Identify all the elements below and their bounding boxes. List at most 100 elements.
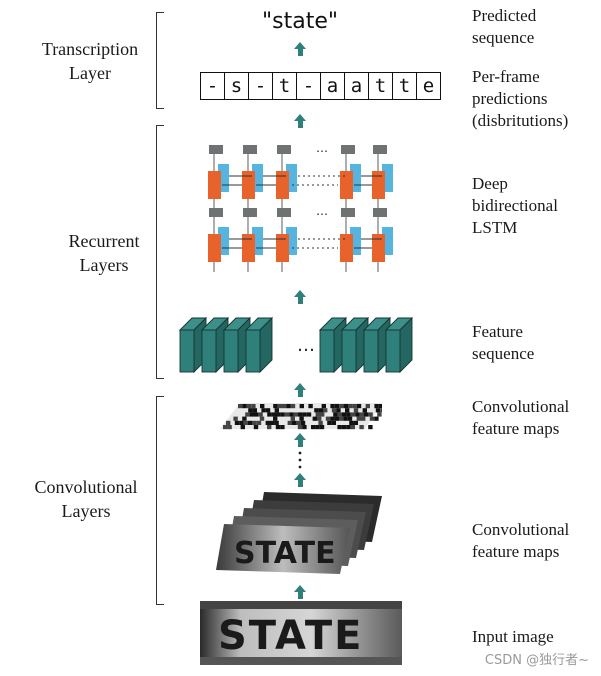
noise-cell: [308, 404, 313, 409]
output-unit: [341, 208, 355, 217]
noise-cell: [246, 404, 252, 409]
noise-cell: [243, 420, 248, 425]
noise-cell: [318, 420, 323, 425]
noise-cell: [254, 412, 259, 417]
feature-bar-front: [201, 329, 217, 373]
forward-lstm-cell: [276, 171, 289, 199]
noise-cell: [323, 408, 328, 413]
output-unit: [209, 208, 223, 217]
feature-sequence-diagram: …: [178, 316, 414, 374]
noise-cell: [256, 420, 262, 425]
output-unit: [243, 145, 257, 154]
noise-cell: [369, 416, 375, 421]
noise-cell: [365, 404, 370, 409]
frame-char: t: [369, 73, 393, 99]
noise-cell: [377, 412, 382, 417]
noise-cell: [227, 425, 232, 430]
noise-cell: [242, 416, 247, 421]
noise-cell: [274, 408, 279, 413]
noise-cell: [276, 412, 281, 417]
output-unit: [209, 145, 223, 154]
forward-lstm-cell: [208, 234, 221, 262]
noise-cell: [240, 425, 245, 430]
frame-char: -: [297, 73, 321, 99]
noise-cell: [248, 420, 253, 425]
noise-cell: [261, 408, 266, 413]
noise-cell: [270, 420, 275, 425]
noise-cell: [380, 408, 382, 413]
noise-cell: [355, 412, 360, 417]
label-conv-feature-maps-bottom: Convolutional feature maps: [472, 520, 570, 561]
frame-char: s: [225, 73, 249, 99]
noise-cell: [252, 420, 257, 425]
feature-bar-front: [245, 329, 261, 373]
noise-cell: [296, 420, 301, 425]
noise-cell: [356, 416, 361, 421]
feature-bar-front: [179, 329, 195, 373]
noise-cell: [353, 408, 359, 413]
backward-lstm-cell: [252, 164, 263, 192]
label-convolutional-layers: Convolutional Layers: [34, 477, 138, 521]
frame-char: t: [273, 73, 297, 99]
lstm-diagram: ……: [208, 141, 393, 272]
noise-cell: [258, 412, 263, 417]
feature-bar-front: [341, 329, 357, 373]
noise-cell: [334, 404, 340, 409]
noise-cell: [287, 420, 292, 425]
noise-cell: [317, 416, 322, 421]
noise-cell: [289, 412, 294, 417]
backward-lstm-cell: [286, 227, 297, 255]
frame-char: a: [345, 73, 369, 99]
noise-cell: [374, 404, 379, 409]
noise-cell: [314, 408, 319, 413]
noise-cell: [252, 408, 257, 413]
noise-cell: [238, 404, 243, 409]
noise-cell: [330, 416, 335, 421]
label-transcription-layer: Transcription Layer: [41, 39, 139, 83]
noise-cell: [346, 425, 351, 430]
noise-cell: [315, 412, 320, 417]
backward-lstm-cell: [350, 227, 361, 255]
noise-cell: [299, 404, 304, 409]
noise-cell: [375, 408, 381, 413]
backward-lstm-cell: [218, 164, 229, 192]
noise-cell: [364, 412, 369, 417]
noise-cell: [374, 416, 379, 421]
noise-cell: [336, 408, 341, 413]
frame-char: t: [393, 73, 417, 99]
lstm-ellipsis: …: [316, 141, 328, 155]
noise-cell: [234, 420, 240, 425]
noise-cell: [249, 412, 254, 417]
lstm-ellipsis: …: [316, 204, 328, 218]
backward-lstm-cell: [382, 164, 393, 192]
vertical-ellipsis-icon: [298, 451, 302, 469]
noise-cell: [334, 416, 339, 421]
noise-cell: [348, 404, 353, 409]
noise-cell: [251, 404, 256, 409]
label-feature-sequence: Feature sequence: [472, 322, 535, 363]
noise-cell: [353, 420, 358, 425]
noise-cell: [319, 425, 325, 430]
noise-cell: [337, 425, 342, 430]
noise-cell: [330, 404, 335, 409]
feature-bar-front: [385, 329, 401, 373]
noise-cell: [299, 416, 304, 421]
noise-cell: [349, 420, 354, 425]
noise-cell: [233, 416, 238, 421]
conv-feature-map-top: [220, 403, 382, 430]
noise-cell: [333, 412, 338, 417]
noise-cell: [352, 404, 357, 409]
label-deep-bidirectional-lstm: Deep bidirectional LSTM: [472, 174, 558, 237]
noise-cell: [277, 404, 282, 409]
forward-lstm-cell: [372, 171, 385, 199]
label-recurrent-layers: Recurrent Layers: [68, 231, 140, 275]
feature-ellipsis: …: [297, 335, 315, 356]
noise-cell: [242, 404, 247, 409]
noise-cell: [318, 408, 323, 413]
noise-cell: [298, 412, 303, 417]
noise-cell: [339, 416, 344, 421]
noise-cell: [331, 420, 336, 425]
output-unit: [277, 208, 291, 217]
watermark: CSDN @独行者~: [484, 653, 589, 668]
noise-cell: [265, 420, 270, 425]
